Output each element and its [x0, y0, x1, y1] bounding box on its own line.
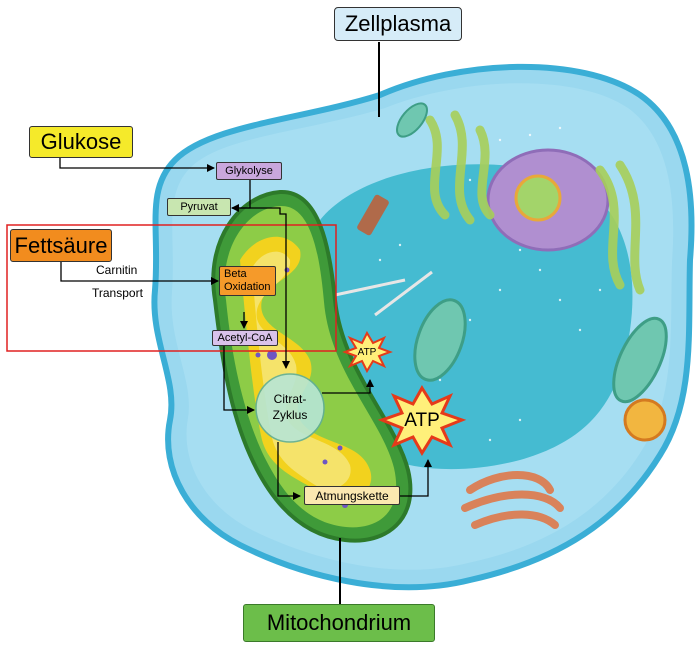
citrat-line2: Zyklus: [262, 407, 318, 423]
nucleolus-core: [516, 176, 560, 220]
atp-small-label: ATP: [352, 343, 382, 361]
citrat-line1: Citrat-: [262, 391, 318, 407]
lysosome: [625, 400, 665, 440]
atp-large-label: ATP: [398, 407, 446, 435]
beta-oxidation-line2: Oxidation: [224, 281, 270, 294]
atmungskette-box: Atmungskette: [304, 486, 400, 505]
glukose-label: Glukose: [29, 126, 133, 158]
acetyl-coa-box: Acetyl-CoA: [212, 330, 278, 346]
pyruvat-box: Pyruvat: [167, 198, 231, 216]
mitochondrium-label: Mitochondrium: [243, 604, 435, 642]
beta-oxidation-box: Beta Oxidation: [219, 266, 276, 296]
zellplasma-label: Zellplasma: [334, 7, 462, 41]
citrat-zyklus-label: Citrat- Zyklus: [262, 391, 318, 423]
beta-oxidation-line1: Beta: [224, 268, 247, 281]
glykolyse-box: Glykolyse: [216, 162, 282, 180]
carnitin-text: Carnitin: [96, 263, 137, 277]
transport-text: Transport: [92, 286, 143, 300]
fettsaeure-label: Fettsäure: [10, 229, 112, 262]
